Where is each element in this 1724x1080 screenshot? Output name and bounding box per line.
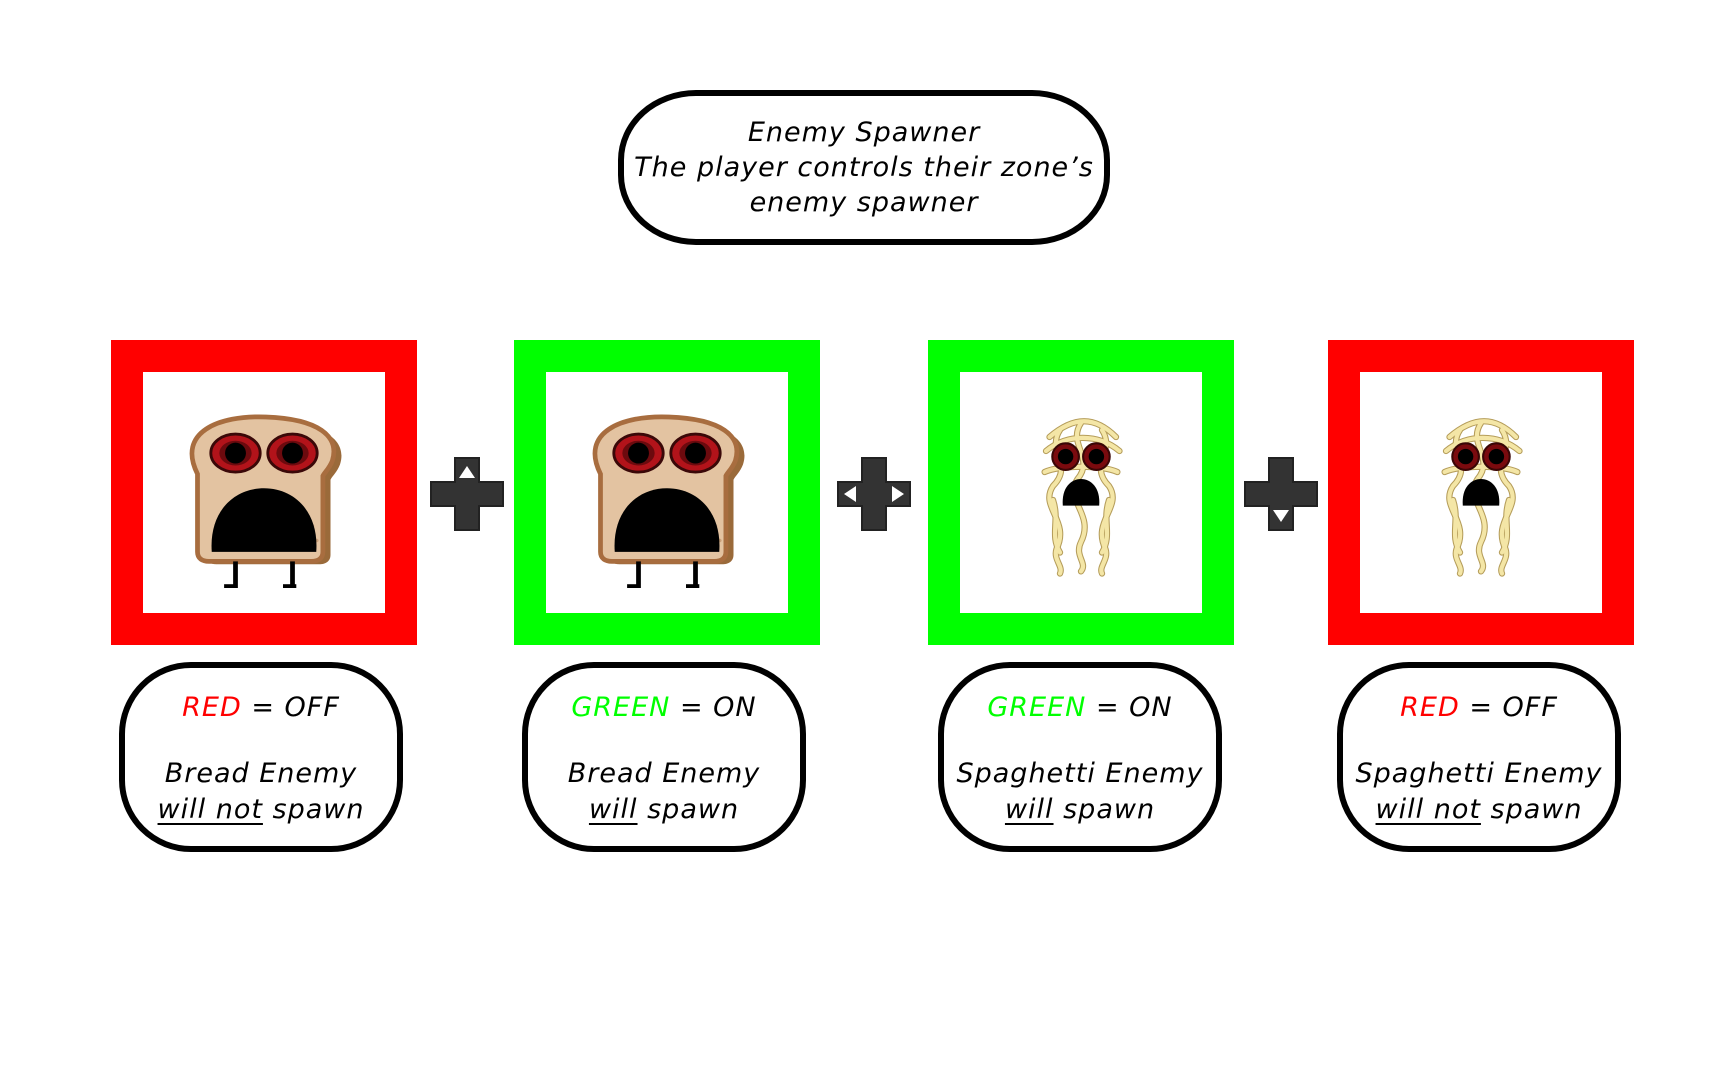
- state-color-word: GREEN: [571, 692, 671, 723]
- spawn-line: will not spawn: [125, 792, 397, 828]
- enemy-name: Bread Enemy: [164, 758, 358, 789]
- enemy-name: Spaghetti Enemy: [1355, 758, 1603, 789]
- state-line: RED = OFF: [125, 690, 397, 726]
- enemy-name: Bread Enemy: [567, 758, 761, 789]
- spawn-condition: will not: [157, 794, 263, 825]
- state-line: RED = OFF: [1343, 690, 1615, 726]
- bread-enemy-icon: [169, 398, 359, 588]
- title-line-2: The player controls their zone’s: [634, 152, 1094, 183]
- spawn-condition: will not: [1375, 794, 1481, 825]
- spawner-frame-bread-on: [514, 340, 820, 645]
- state-value: = ON: [1086, 692, 1173, 723]
- dpad-up-icon: [430, 457, 504, 531]
- spaghetti-enemy-icon: [1011, 383, 1151, 603]
- state-line: GREEN = ON: [528, 690, 800, 726]
- state-color-word: GREEN: [987, 692, 1087, 723]
- dpad-left-right-icon: [837, 457, 911, 531]
- state-line: GREEN = ON: [944, 690, 1216, 726]
- spawner-label-3: GREEN = ON Spaghetti Enemy will spawn: [938, 662, 1222, 852]
- spawn-condition: will: [1004, 794, 1054, 825]
- dpad-down-icon: [1244, 457, 1318, 531]
- spawner-label-2: GREEN = ON Bread Enemy will spawn: [522, 662, 806, 852]
- spawner-label-4: RED = OFF Spaghetti Enemy will not spawn: [1337, 662, 1621, 852]
- enemy-name: Spaghetti Enemy: [956, 758, 1204, 789]
- state-value: = OFF: [1459, 692, 1558, 723]
- state-value: = OFF: [241, 692, 340, 723]
- state-value: = ON: [670, 692, 757, 723]
- title-line-1: Enemy Spawner: [747, 117, 981, 148]
- spaghetti-enemy-icon: [1411, 383, 1551, 603]
- state-color-word: RED: [182, 692, 242, 723]
- spawner-label-1: RED = OFF Bread Enemy will not spawn: [119, 662, 403, 852]
- title-line-3: enemy spawner: [749, 187, 979, 218]
- spawner-frame-spaghetti-off: [1328, 340, 1634, 645]
- title-bubble: Enemy Spawner The player controls their …: [618, 90, 1110, 245]
- spawn-line: will spawn: [944, 792, 1216, 828]
- spawn-text: spawn: [1053, 794, 1156, 825]
- spawn-line: will spawn: [528, 792, 800, 828]
- spawn-text: spawn: [262, 794, 365, 825]
- spawner-frame-spaghetti-on: [928, 340, 1234, 645]
- spawn-text: spawn: [637, 794, 740, 825]
- spawner-frame-bread-off: [111, 340, 417, 645]
- state-color-word: RED: [1400, 692, 1460, 723]
- spawn-condition: will: [588, 794, 638, 825]
- spawn-text: spawn: [1480, 794, 1583, 825]
- bread-enemy-icon: [572, 398, 762, 588]
- spawn-line: will not spawn: [1343, 792, 1615, 828]
